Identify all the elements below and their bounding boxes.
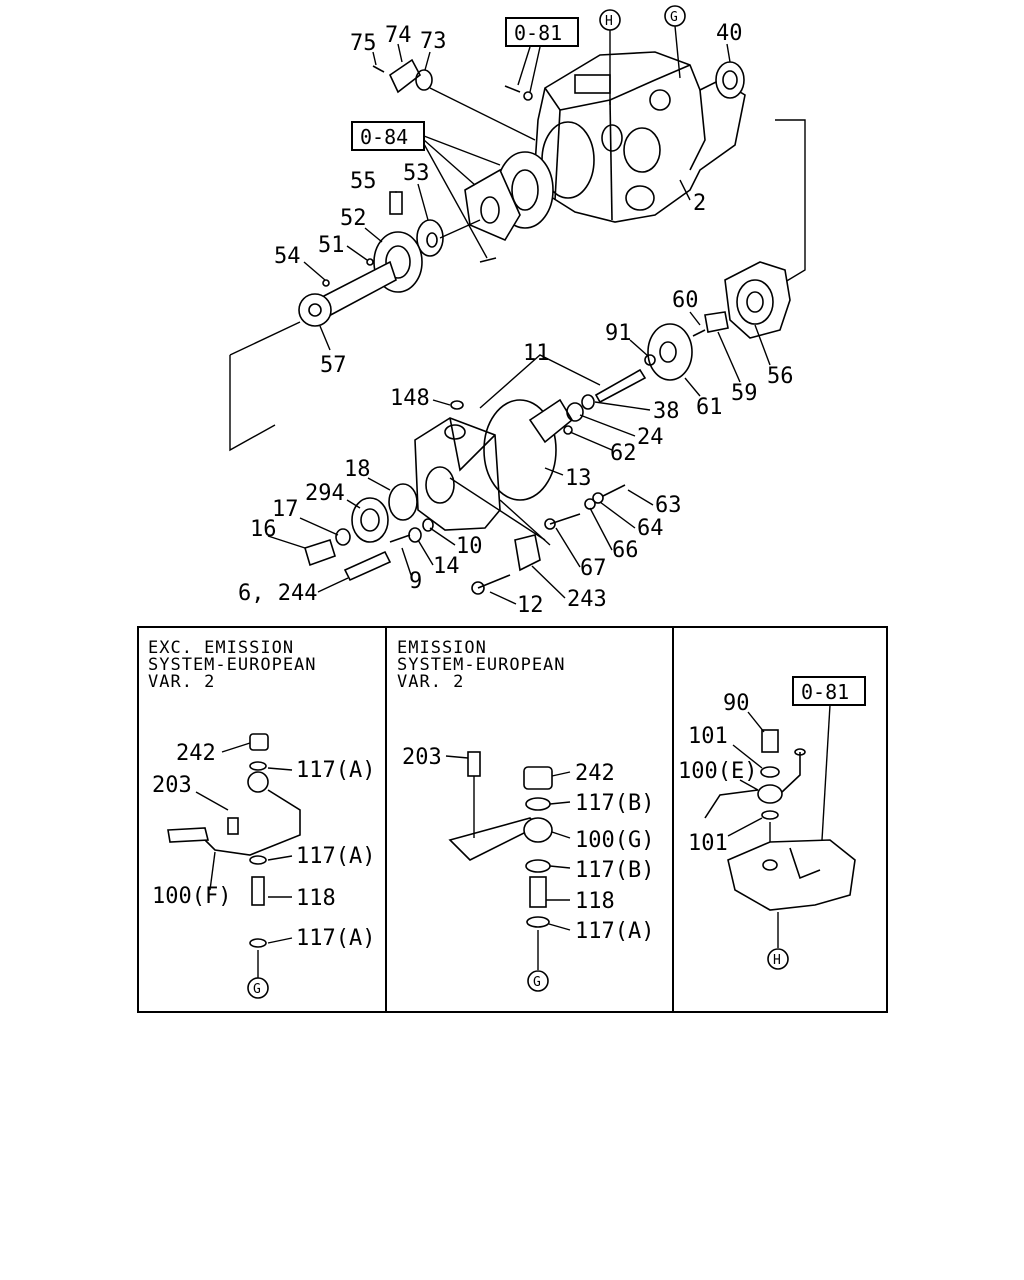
label-100g: 100(G) [575,828,654,853]
callout-57: 57 [320,353,347,378]
label-117a-2: 117(A) [296,844,375,869]
bearing-40 [715,61,745,99]
callout-62: 62 [610,441,637,466]
label-117b-1: 117(B) [575,791,654,816]
ref-box-081-panel[interactable]: 0-81 [792,676,866,841]
callout-14: 14 [433,554,460,579]
callout-61: 61 [696,395,723,420]
callout-24: 24 [637,425,664,450]
front-fittings [304,483,434,582]
callout-16: 16 [250,517,277,542]
label-203: 203 [152,773,192,798]
callout-10: 10 [456,534,483,559]
label-90: 90 [723,691,750,716]
callout-40: 40 [716,21,743,46]
dashed-axis-lines [229,87,806,452]
callout-243: 243 [567,587,607,612]
connector-H-panel3-label: H [773,953,781,968]
label-100e: 100(E) [678,759,757,784]
callout-53: 53 [403,161,430,186]
panel2-caption-line1: EMISSION [397,638,487,658]
callout-63: 63 [655,493,682,518]
callout-6-244: 6, 244 [238,581,317,606]
shaft-assembly [298,191,444,327]
ref-box-084[interactable]: 0-84 [351,121,501,259]
drive-plate-56 [724,261,791,339]
pump-housing [534,51,746,223]
callout-66: 66 [612,538,639,563]
callout-54: 54 [274,244,301,269]
connector-G-top: G [664,5,686,79]
callout-75: 75 [350,31,377,56]
callout-64: 64 [637,516,664,541]
callout-56: 56 [767,364,794,389]
callout-17: 17 [272,497,299,522]
connector-G-panel2-label: G [533,975,541,990]
variant-panels-frame [137,626,888,1013]
callout-51: 51 [318,233,345,258]
o-ring-13 [483,399,557,501]
callout-12: 12 [517,593,544,618]
top-callouts: 75 74 73 40 2 55 53 52 51 54 57 60 91 56… [238,21,794,618]
cam-parts-59-61 [644,311,729,381]
plunger-parts [528,368,647,444]
panel-third: 0-81 H 90 101 100(E) 101 [678,676,866,970]
callout-294: 294 [305,481,345,506]
panel2-caption-line2: SYSTEM-EUROPEAN [397,655,566,675]
callout-leaders [267,43,771,605]
ref-box-081-panel-label: 0-81 [801,680,849,704]
callout-38: 38 [653,399,680,424]
callout-148: 148 [390,386,430,411]
label-117b-2: 117(B) [575,858,654,883]
distributor-head [414,400,501,531]
ref-box-081-top[interactable]: 0-81 [505,17,579,93]
flange-084 [464,151,554,263]
callout-55: 55 [350,169,377,194]
panel1-caption-line2: SYSTEM-EUROPEAN [148,655,317,675]
label-118: 118 [575,889,615,914]
label-101-2: 101 [688,831,728,856]
panel1-caption-line3: VAR. 2 [148,672,215,692]
callout-2: 2 [693,191,706,216]
panel-emission: EMISSION SYSTEM-EUROPEAN VAR. 2 G 203 24… [397,638,654,992]
callout-59: 59 [731,381,758,406]
label-118: 118 [296,886,336,911]
callout-60: 60 [672,288,699,313]
callout-9: 9 [409,569,422,594]
panel2-caption-line3: VAR. 2 [397,672,464,692]
label-100f: 100(F) [152,884,231,909]
connector-H-top: H [599,9,621,105]
screw-and-bracket [471,484,626,595]
head-leader-lines [449,354,601,546]
panel1-caption-line1: EXC. EMISSION [148,638,294,658]
ref-box-084-label: 0-84 [360,125,408,149]
connector-H-top-label: H [605,14,613,29]
label-242: 242 [575,761,615,786]
label-203: 203 [402,745,442,770]
ref-box-081-top-label: 0-81 [514,21,562,45]
panel-exc-emission: EXC. EMISSION SYSTEM-EUROPEAN VAR. 2 G 2… [148,638,375,999]
bolt-081 [504,85,533,101]
callout-73: 73 [420,29,447,54]
label-117a: 117(A) [575,919,654,944]
callout-67: 67 [580,556,607,581]
callout-91: 91 [605,321,632,346]
connector-G-panel1-label: G [253,982,261,997]
callout-13: 13 [565,466,592,491]
callout-74: 74 [385,23,412,48]
callout-11: 11 [523,341,550,366]
callout-18: 18 [344,457,371,482]
label-117a-1: 117(A) [296,758,375,783]
label-101-1: 101 [688,724,728,749]
callout-52: 52 [340,206,367,231]
label-242: 242 [176,741,216,766]
cover-plate-74 [372,58,433,94]
label-117a-3: 117(A) [296,926,375,951]
connector-G-top-label: G [670,10,678,25]
